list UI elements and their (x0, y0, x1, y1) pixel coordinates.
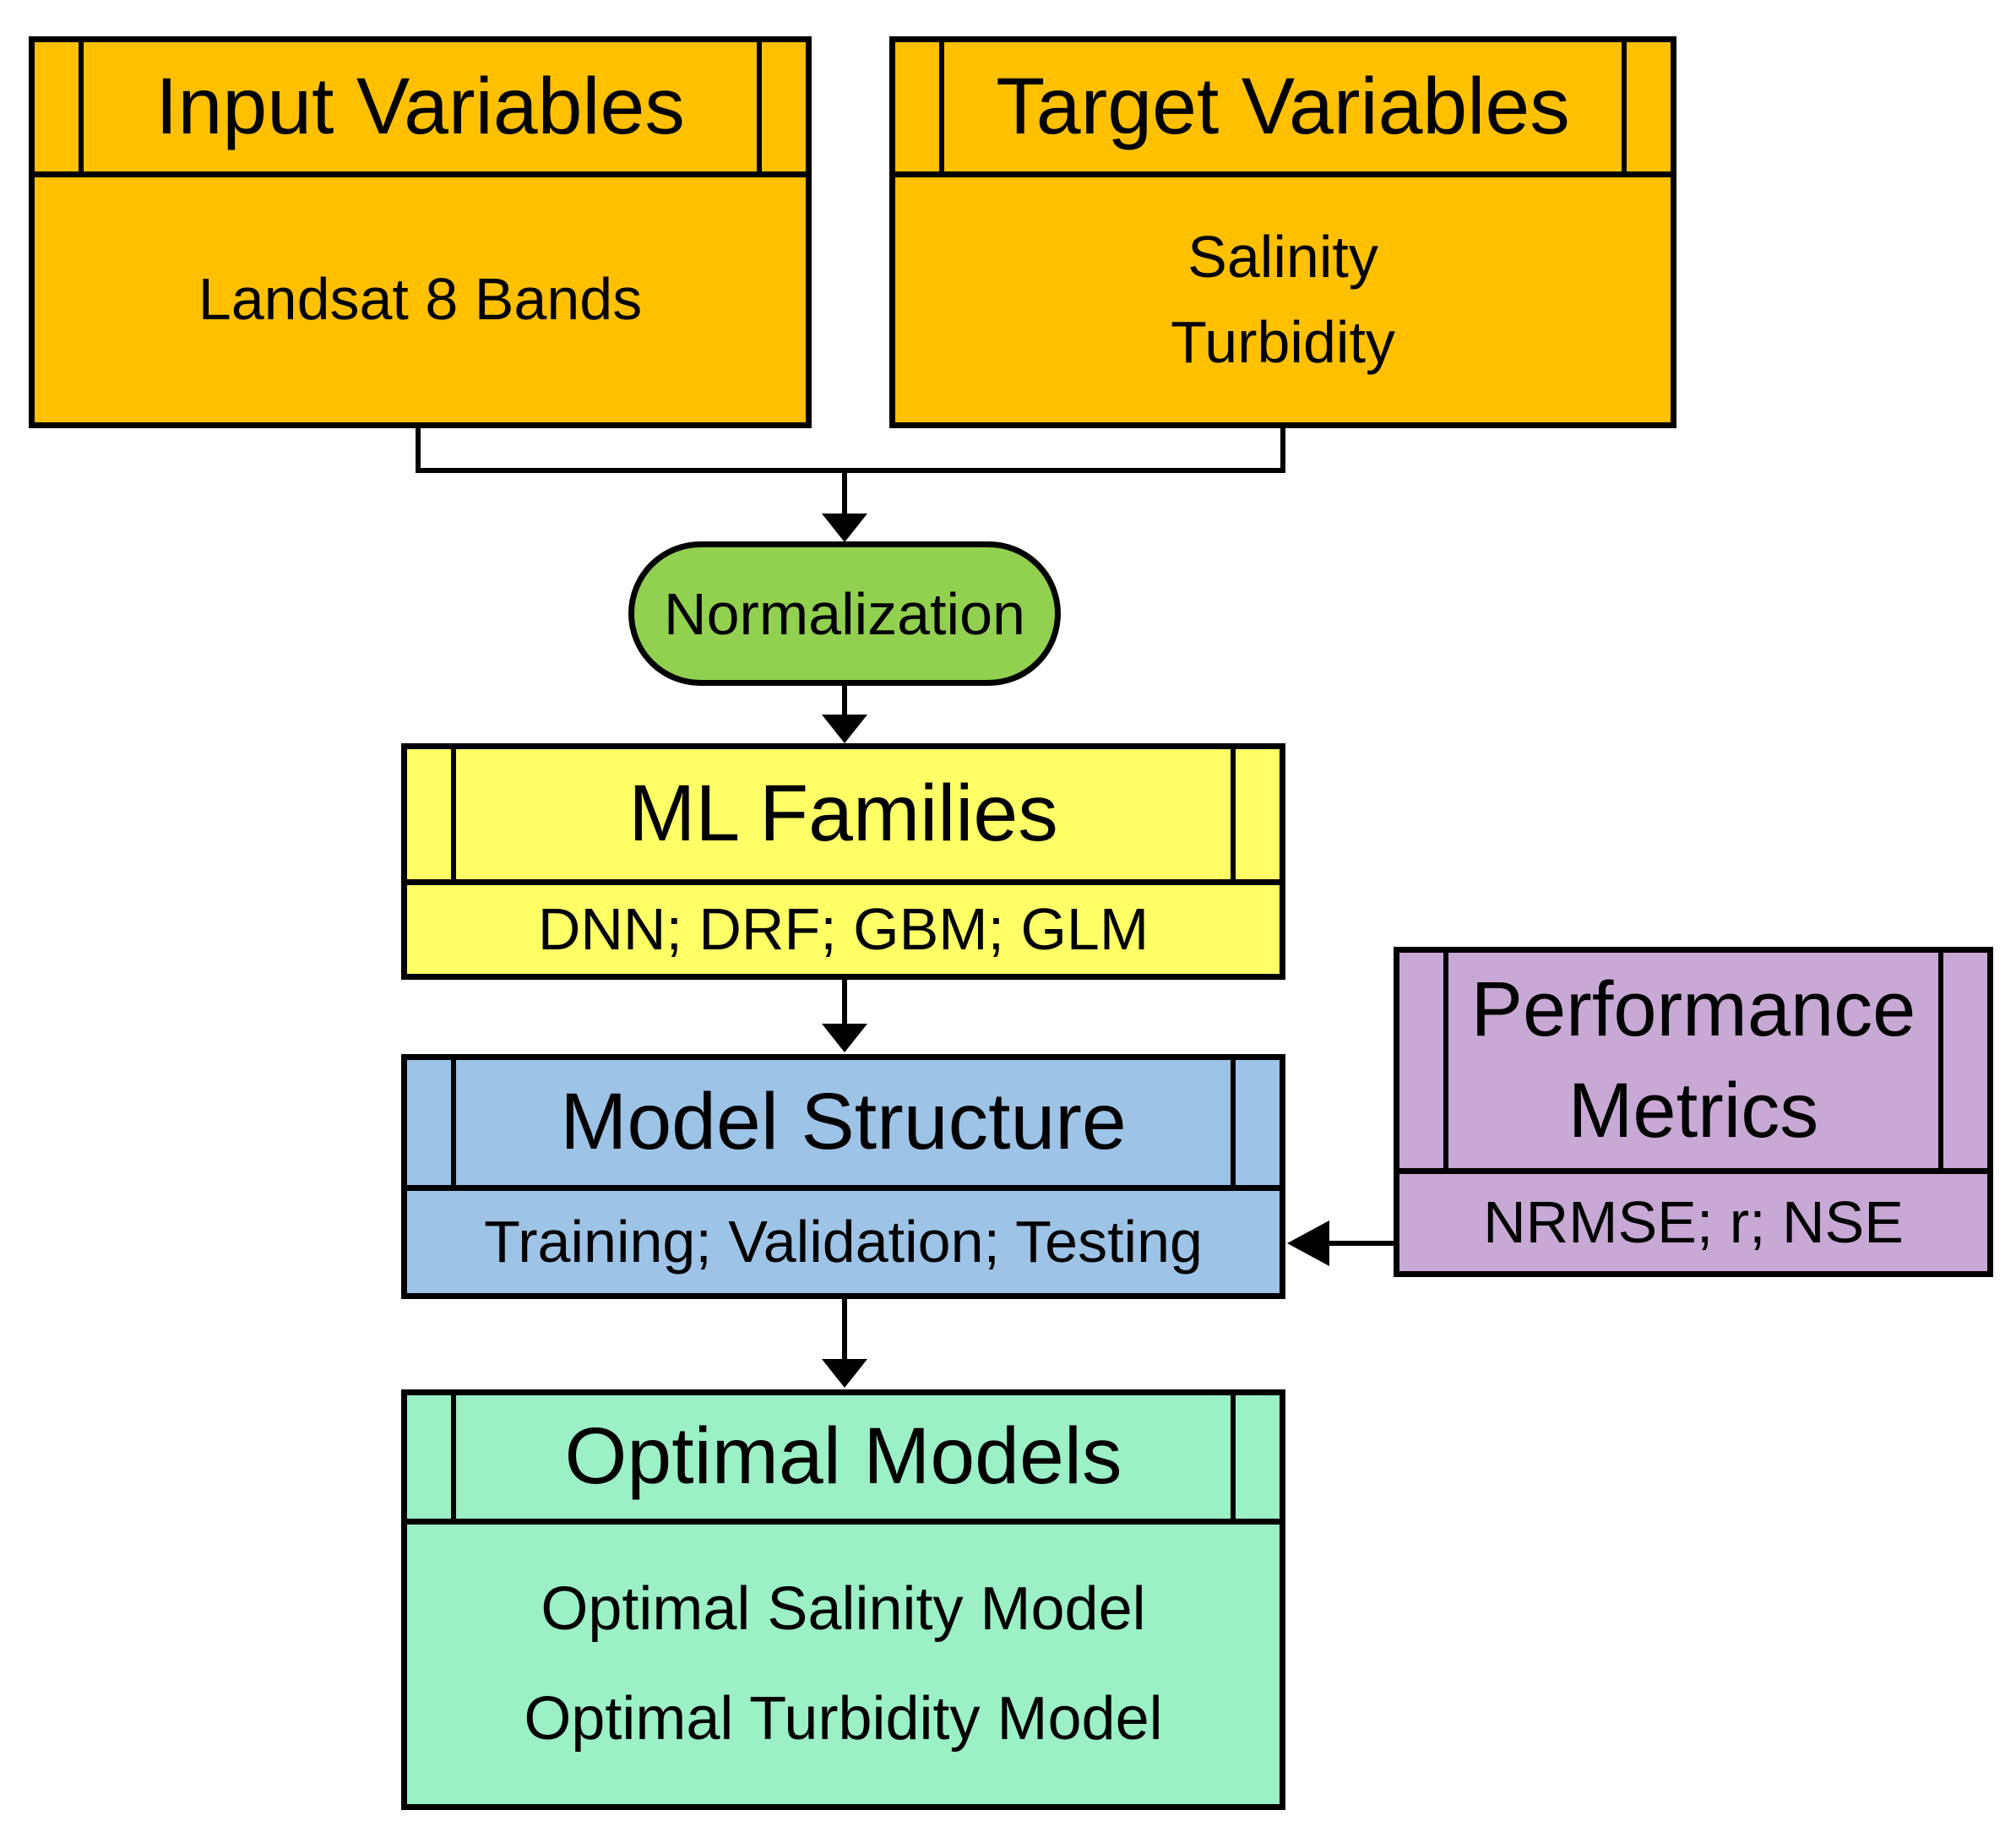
optimal-models-body: Optimal Salinity Model Optimal Turbidity… (407, 1525, 1280, 1804)
performance-metrics-title: Performance Metrics (1470, 965, 1916, 1154)
header-side-line-right (757, 42, 762, 171)
connector-ml-to-model-line (842, 978, 847, 1025)
header-side-line-left (79, 42, 84, 171)
ml-families-body-text: DNN; DRF; GBM; GLM (537, 895, 1149, 962)
connector-input-stub (416, 428, 421, 473)
input-variables-box: Input Variables Landsat 8 Bands (29, 36, 812, 428)
ml-families-title: ML Families (628, 769, 1058, 859)
performance-metrics-body: NRMSE; r; NSE (1399, 1174, 1987, 1271)
header-side-line-right (1231, 1060, 1236, 1185)
target-variables-body-line1: Salinity (1187, 223, 1378, 290)
performance-metrics-box: Performance Metrics NRMSE; r; NSE (1394, 947, 1993, 1277)
target-variables-title: Target Variables (996, 61, 1570, 151)
connector-normalization-to-ml-line (842, 682, 847, 716)
model-structure-body: Training; Validation; Testing (407, 1191, 1280, 1293)
model-structure-title: Model Structure (560, 1077, 1127, 1167)
header-side-line-right (1622, 42, 1627, 171)
input-variables-body-text: Landsat 8 Bands (198, 266, 643, 333)
optimal-models-header: Optimal Models (407, 1395, 1280, 1525)
arrowhead-down-to-normalization (822, 514, 867, 542)
connector-junction-to-normalization-line (842, 468, 847, 515)
target-variables-box: Target Variables Salinity Turbidity (889, 36, 1676, 428)
normalization-shape: Normalization (628, 541, 1061, 686)
connector-metrics-to-model-line (1329, 1241, 1394, 1246)
connector-target-stub (1280, 428, 1285, 473)
header-side-line-left (939, 42, 944, 171)
performance-metrics-body-text: NRMSE; r; NSE (1483, 1188, 1904, 1255)
header-side-line-right (1231, 1395, 1236, 1519)
input-variables-title: Input Variables (155, 61, 685, 151)
normalization-label: Normalization (664, 580, 1025, 647)
target-variables-body-line2: Turbidity (1171, 309, 1395, 375)
optimal-models-body-line2: Optimal Turbidity Model (524, 1684, 1163, 1753)
model-structure-body-text: Training; Validation; Testing (484, 1208, 1203, 1275)
model-structure-box: Model Structure Training; Validation; Te… (401, 1054, 1285, 1299)
ml-families-box: ML Families DNN; DRF; GBM; GLM (401, 743, 1285, 980)
ml-families-header: ML Families (407, 749, 1280, 885)
arrowhead-left-to-model-structure (1287, 1220, 1329, 1266)
arrowhead-down-to-optimal-models (822, 1359, 867, 1388)
model-structure-header: Model Structure (407, 1060, 1280, 1191)
header-side-line-left (451, 1395, 456, 1519)
connector-junction-horizontal-line (416, 468, 1285, 473)
arrowhead-down-to-ml-families (822, 715, 867, 743)
ml-families-body: DNN; DRF; GBM; GLM (407, 885, 1280, 974)
target-variables-header: Target Variables (895, 42, 1671, 177)
input-variables-body: Landsat 8 Bands (35, 177, 806, 422)
header-side-line-right (1231, 749, 1236, 879)
performance-metrics-header: Performance Metrics (1399, 953, 1987, 1174)
connector-model-to-optimal-line (842, 1297, 847, 1361)
optimal-models-box: Optimal Models Optimal Salinity Model Op… (401, 1389, 1285, 1810)
header-side-line-left (1443, 953, 1448, 1168)
arrowhead-down-to-model-structure (822, 1024, 867, 1052)
optimal-models-title: Optimal Models (564, 1411, 1122, 1502)
target-variables-body: Salinity Turbidity (895, 177, 1671, 422)
input-variables-header: Input Variables (35, 42, 806, 177)
header-side-line-left (451, 1060, 456, 1185)
header-side-line-right (1938, 953, 1943, 1168)
optimal-models-body-line1: Optimal Salinity Model (541, 1574, 1146, 1643)
header-side-line-left (451, 749, 456, 879)
